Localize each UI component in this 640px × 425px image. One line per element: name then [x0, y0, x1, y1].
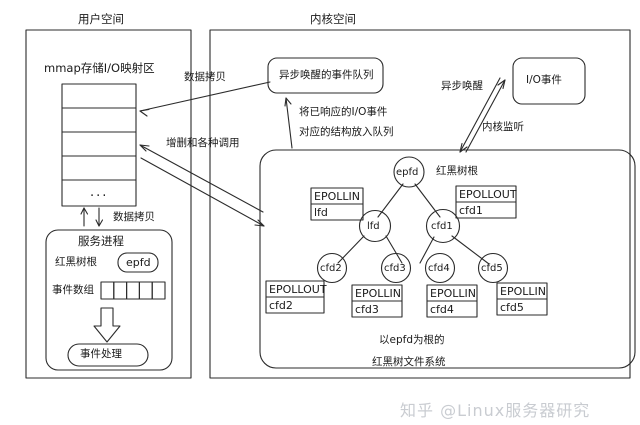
node-cfd3: [380, 252, 412, 284]
user-space-title: 用户空间: [78, 12, 124, 26]
epoll-box-event-cfd2: EPOLLOUT: [269, 283, 327, 296]
mmap-title: mmap存储I/O映射区: [44, 61, 155, 75]
epoll-box-event-cfd3: EPOLLIN: [355, 287, 401, 300]
node-label-cfd5: cfd5: [481, 263, 503, 274]
io-event-label: I/O事件: [526, 74, 562, 86]
ready-queue-label: 异步唤醒的事件队列: [279, 69, 374, 81]
epoll-box-fd-cfd5: cfd5: [500, 301, 524, 314]
epoll-box-event-cfd1: EPOLLOUT: [459, 188, 517, 201]
rbtree-root-label-kernel: 红黑树根: [436, 165, 478, 177]
kernel-space-panel: [209, 29, 631, 379]
arrow-syscalls: [139, 144, 265, 227]
kernel-space-title: 内核空间: [310, 12, 356, 26]
rbtree-caption-line1: 以epfd为根的: [379, 334, 445, 346]
epoll-box-event-cfd5: EPOLLIN: [500, 285, 546, 298]
rbtree-root-label-user: 红黑树根: [55, 256, 97, 268]
user-space-panel: [25, 29, 192, 379]
rbtree-edges: [337, 183, 490, 265]
node-epfd: [393, 156, 425, 188]
mmap-table: [61, 83, 137, 207]
epoll-event-boxes: [265, 185, 548, 318]
epfd-pill-user: [117, 252, 159, 273]
ready-queue-box: [267, 57, 384, 94]
rbtree-nodes: [316, 156, 509, 284]
epoll-box-fd-lfd: lfd: [314, 206, 328, 219]
service-process-box: [45, 229, 173, 371]
epoll-box-event-cfd4: EPOLLIN: [430, 287, 476, 300]
label-data-copy-top: 数据拷贝: [184, 71, 226, 83]
service-process-title: 服务进程: [78, 234, 124, 248]
enqueue-note-line2: 对应的结构放入队列: [299, 126, 394, 138]
node-label-epfd: epfd: [396, 167, 419, 178]
label-kernel-listen: 内核监听: [482, 121, 524, 133]
node-lfd: [358, 209, 392, 243]
node-cfd4: [424, 252, 456, 284]
node-label-lfd: lfd: [367, 221, 380, 232]
enqueue-note-line1: 将已响应的I/O事件: [299, 106, 388, 118]
event-array-label: 事件数组: [52, 284, 94, 296]
rbtree-container: [259, 149, 636, 369]
node-label-cfd3: cfd3: [384, 263, 406, 274]
mmap-row-ellipsis: ...: [90, 185, 109, 200]
flow-down-arrow: [93, 307, 121, 343]
epoll-box-fd-cfd1: cfd1: [459, 204, 483, 217]
event-array-cells: [100, 281, 166, 300]
node-cfd2: [316, 252, 348, 284]
node-label-cfd2: cfd2: [320, 263, 342, 274]
rbtree-caption-line2: 红黑树文件系统: [372, 356, 446, 368]
label-data-copy-bottom: 数据拷贝: [113, 211, 155, 223]
node-cfd1: [425, 208, 461, 244]
epfd-value-user: epfd: [126, 256, 151, 269]
node-label-cfd1: cfd1: [431, 221, 453, 232]
arrow-data-copy-to-mmap: [139, 81, 271, 117]
event-handler-label: 事件处理: [80, 348, 122, 360]
epoll-box-fd-cfd4: cfd4: [430, 303, 454, 316]
node-label-cfd4: cfd4: [428, 263, 450, 274]
epoll-box-event-lfd: EPOLLIN: [314, 190, 360, 203]
label-syscalls: 增删和各种调用: [166, 137, 240, 149]
arrow-enqueue: [284, 97, 293, 149]
watermark: 知乎 @Linux服务器研究: [400, 401, 591, 420]
arrow-kernel-listen: [465, 79, 506, 153]
event-handler-box: [67, 343, 149, 367]
epoll-box-fd-cfd3: cfd3: [355, 303, 379, 316]
io-event-box: [512, 57, 586, 105]
label-async-wake: 异步唤醒: [441, 80, 483, 92]
arrow-data-copy-vertical: [80, 207, 104, 227]
epoll-box-fd-cfd2: cfd2: [269, 299, 293, 312]
node-cfd5: [477, 252, 509, 284]
